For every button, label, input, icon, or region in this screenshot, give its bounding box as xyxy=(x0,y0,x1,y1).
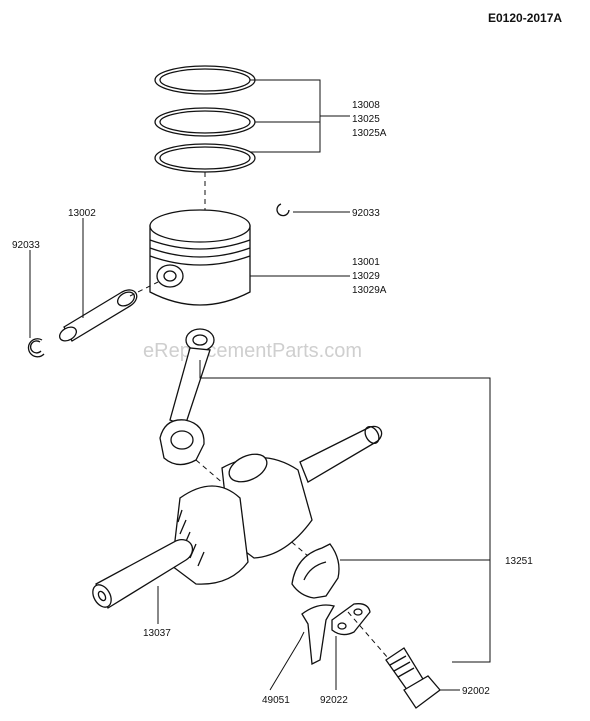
part-label-13029a: 13029A xyxy=(352,285,387,296)
oil-dipper[interactable] xyxy=(301,604,335,666)
part-label-92033-left: 92033 xyxy=(12,240,40,251)
piston-pin[interactable] xyxy=(57,289,138,343)
part-label-13008: 13008 xyxy=(352,100,380,111)
part-label-13002: 13002 xyxy=(68,208,96,219)
crankshaft[interactable] xyxy=(89,424,383,610)
part-label-13025: 13025 xyxy=(352,114,380,125)
conrod-leader-bolt xyxy=(452,560,491,663)
part-label-49051: 49051 xyxy=(262,695,290,706)
part-label-92022: 92022 xyxy=(320,695,348,706)
connecting-rod[interactable] xyxy=(159,328,215,466)
part-label-92002: 92002 xyxy=(462,686,490,697)
part-label-13251: 13251 xyxy=(505,556,533,567)
conrod-leader-top xyxy=(199,360,491,560)
part-label-13029: 13029 xyxy=(352,271,380,282)
dipper-leader xyxy=(269,631,305,691)
conrod-bolt[interactable] xyxy=(385,647,441,709)
piston[interactable] xyxy=(149,209,251,306)
piston-rings[interactable] xyxy=(154,65,256,173)
part-label-13025a: 13025A xyxy=(352,128,387,139)
part-label-13001: 13001 xyxy=(352,257,380,268)
watermark: eReplacementParts.com xyxy=(143,340,362,362)
circlip-right[interactable] xyxy=(276,203,290,217)
rod-cap[interactable] xyxy=(291,543,340,599)
part-label-13037: 13037 xyxy=(143,628,171,639)
circlip-left[interactable] xyxy=(27,338,45,358)
part-label-92033-right: 92033 xyxy=(352,208,380,219)
bolt-centerline xyxy=(347,611,389,659)
rings-leader xyxy=(250,79,321,153)
diagram-reference: E0120-2017A xyxy=(488,11,562,25)
lock-plate[interactable] xyxy=(331,603,371,636)
